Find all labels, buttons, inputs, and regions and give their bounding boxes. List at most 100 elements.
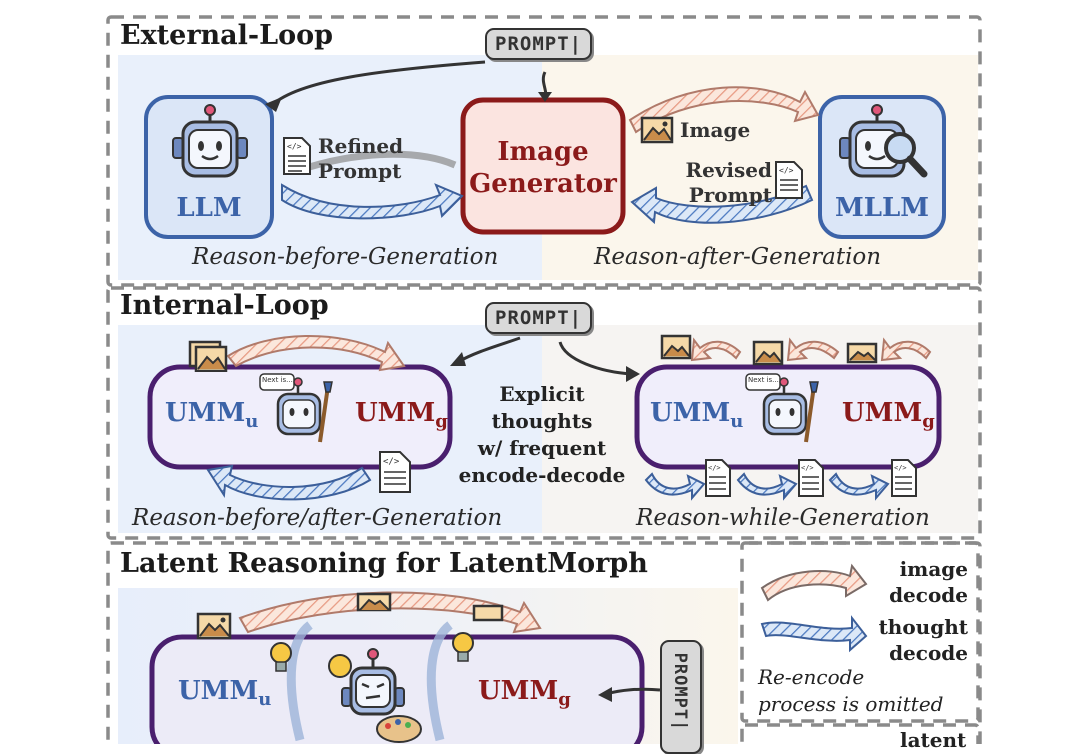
umm-g-sub: g (922, 411, 935, 433)
refined-prompt-label: Refined Prompt (318, 134, 403, 184)
explicit-thoughts-text: Explicit thoughts w/ frequent encode-dec… (452, 381, 632, 489)
thought-bubble-text: Next is... (748, 376, 779, 384)
image-arrow (628, 86, 820, 134)
refined-prompt-arrow (281, 183, 464, 220)
lightbulb-icon (450, 630, 476, 666)
latent-umm-u: UMMu (178, 676, 271, 710)
svg-text:</>: </> (708, 464, 721, 472)
image-generator-label: Image Generator (463, 136, 623, 200)
svg-text:</>: </> (894, 464, 907, 472)
prompt-to-llm-arrow (271, 60, 486, 107)
legend-image-decode-line1: image (899, 557, 968, 581)
latent-image-decode-arc (238, 591, 542, 634)
internal-right-umm-g: UMMg (842, 398, 935, 432)
umm-u-sub: u (258, 689, 272, 711)
external-loop-frame (106, 15, 982, 287)
center-line-2: thoughts (491, 409, 593, 433)
image-label: Image (680, 118, 751, 142)
document-icon: </> (774, 160, 804, 200)
document-icon: </> (378, 450, 412, 494)
legend-thought-decode: thought decode (858, 614, 968, 666)
lightbulb-icon (268, 640, 294, 676)
legend-thought-decode-arrow (760, 615, 868, 653)
thought-bubble-text: Next is... (262, 376, 293, 384)
center-line-3: w/ frequent (477, 436, 607, 460)
svg-text:</>: </> (287, 142, 302, 151)
legend-note: Re-encode process is omitted (758, 664, 943, 718)
image-icon (846, 342, 878, 364)
image-icon (472, 604, 504, 622)
internal-loop-title: Internal-Loop (120, 290, 329, 321)
umm-u-text: UMM (165, 398, 246, 428)
internal-loop-frame (106, 286, 982, 540)
prompt-tag-internal: PROMPT| (485, 302, 593, 334)
latent-frame (106, 541, 982, 744)
legend-latent-partial: latent (900, 728, 967, 752)
legend-image-decode: image decode (868, 556, 968, 608)
caption-reason-while: Reason-while-Generation (636, 505, 930, 531)
umm-g-sub: g (435, 411, 448, 433)
revised-prompt-arrow (630, 184, 814, 225)
document-icon: </> (704, 458, 732, 498)
legend-image-decode-arrow (760, 563, 868, 602)
revised-prompt-line1: Revised (685, 158, 772, 182)
refined-prompt-line2: Prompt (318, 159, 402, 183)
legend-note-line2: process is omitted (758, 692, 944, 716)
legend2-frame (740, 723, 980, 744)
legend-thought-decode-line1: thought (878, 615, 968, 639)
document-icon: </> (282, 136, 312, 176)
image-icon (196, 612, 232, 640)
umm-g-text: UMM (355, 398, 436, 428)
prompt-tag-latent: PROMPT| (660, 640, 702, 754)
revised-prompt-line2: Prompt (688, 183, 772, 207)
prompt-tag-external: PROMPT| (485, 28, 593, 60)
internal-left-umm-u: UMMu (165, 398, 258, 432)
llm-label: LLM (176, 193, 242, 223)
umm-u-text: UMM (178, 676, 259, 706)
svg-text:</>: </> (801, 464, 814, 472)
caption-reason-before-after: Reason-before/after-Generation (132, 505, 503, 531)
umm-u-sub: u (730, 411, 744, 433)
image-generator-box (460, 97, 626, 235)
revised-prompt-label: Revised Prompt (682, 158, 772, 208)
external-loop-title: External-Loop (120, 20, 334, 51)
umm-g-text: UMM (478, 676, 559, 706)
image-icon (660, 334, 692, 360)
mllm-label: MLLM (834, 193, 930, 223)
image-icon (640, 116, 674, 144)
robot-icon (258, 372, 348, 452)
umm-g-text: UMM (842, 398, 923, 428)
caption-reason-before: Reason-before-Generation (192, 244, 499, 270)
document-icon: </> (797, 458, 825, 498)
legend-frame (740, 541, 980, 723)
umm-g-sub: g (558, 689, 571, 711)
image-generator-line2: Generator (469, 169, 617, 199)
robot-icon (744, 372, 834, 452)
refined-prompt-line1: Refined (318, 134, 404, 158)
legend-note-line1: Re-encode (758, 665, 865, 689)
image-icon (752, 340, 784, 366)
robot-icon (318, 648, 428, 744)
robot-icon (835, 104, 935, 184)
palette-icon (374, 712, 424, 744)
internal-right-umm-u: UMMu (650, 398, 743, 432)
prompt-tag-latent-text: PROMPT| (670, 652, 690, 732)
latent-umm-g: UMMg (478, 676, 571, 710)
center-line-4: encode-decode (458, 463, 626, 487)
caption-reason-after: Reason-after-Generation (594, 244, 882, 270)
center-line-1: Explicit (499, 382, 585, 406)
document-icon: </> (890, 458, 918, 498)
latent-title: Latent Reasoning for LatentMorph (120, 548, 648, 579)
image-generator-line1: Image (497, 137, 589, 167)
robot-icon (165, 104, 255, 184)
svg-text:</>: </> (779, 166, 794, 175)
umm-u-text: UMM (650, 398, 731, 428)
magnifier-icon (880, 128, 930, 180)
image-icon (188, 340, 228, 373)
image-icon (356, 592, 392, 612)
legend-thought-decode-line2: decode (889, 641, 968, 665)
svg-text:</>: </> (383, 457, 400, 467)
umm-u-sub: u (245, 411, 259, 433)
legend-image-decode-line2: decode (889, 583, 968, 607)
internal-left-umm-g: UMMg (355, 398, 448, 432)
